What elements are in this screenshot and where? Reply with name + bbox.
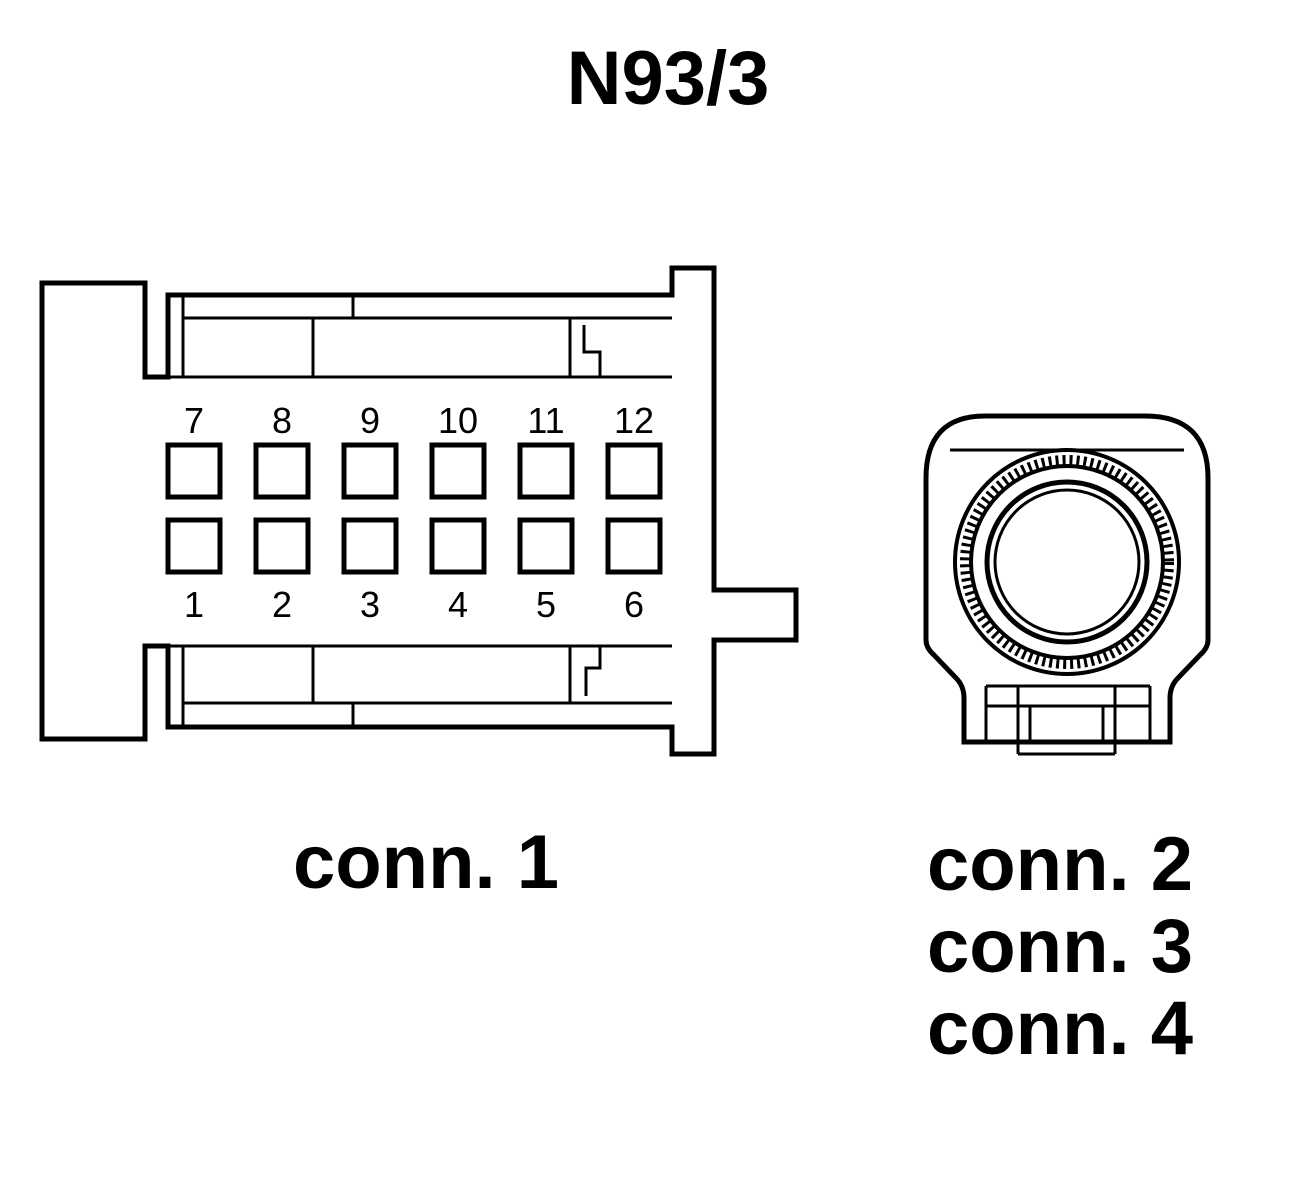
connector-1-bottom-rail xyxy=(168,644,672,727)
pin-7 xyxy=(165,442,223,500)
pin-6 xyxy=(605,517,663,575)
pin-label: 8 xyxy=(272,400,292,441)
pin-label: 2 xyxy=(272,584,292,625)
pin-label: 3 xyxy=(360,584,380,625)
connector-1: 7 8 9 10 11 12 1 2 3 4 5 6 conn. 1 xyxy=(39,265,799,905)
pin-label: 9 xyxy=(360,400,380,441)
connector-2-outer-ring xyxy=(969,464,1165,660)
pin-label: 4 xyxy=(448,584,468,625)
connector-2-label: conn. 2 xyxy=(927,822,1193,907)
connector-2-latch xyxy=(984,684,1152,756)
connector-1-label: conn. 1 xyxy=(293,820,559,905)
connector-4-label: conn. 4 xyxy=(927,986,1193,1071)
connector-2-socket xyxy=(993,488,1141,636)
pin-label: 6 xyxy=(624,584,644,625)
pin-label: 12 xyxy=(614,400,654,441)
pin-12 xyxy=(605,442,663,500)
pin-3 xyxy=(341,517,399,575)
connector-3-label: conn. 3 xyxy=(927,904,1193,989)
pin-label: 7 xyxy=(184,400,204,441)
pin-1 xyxy=(165,517,223,575)
pin-10 xyxy=(429,442,487,500)
pin-label: 1 xyxy=(184,584,204,625)
pin-9 xyxy=(341,442,399,500)
connector-2-inner-ring xyxy=(984,479,1150,645)
pin-5 xyxy=(517,517,575,575)
connector-1-top-rail xyxy=(168,295,672,379)
connector-2-housing xyxy=(923,413,1211,745)
connector-2: conn. 2 conn. 3 conn. 4 xyxy=(923,413,1211,1071)
pin-4 xyxy=(429,517,487,575)
pin-labels-top: 7 8 9 10 11 12 xyxy=(184,400,654,441)
pin-labels-bottom: 1 2 3 4 5 6 xyxy=(184,584,644,625)
pin-2 xyxy=(253,517,311,575)
connector-2-knurl-teeth xyxy=(960,455,1174,669)
pin-label: 5 xyxy=(536,584,556,625)
connector-1-body xyxy=(39,265,799,757)
pin-label: 10 xyxy=(438,400,478,441)
pin-11 xyxy=(517,442,575,500)
pin-label: 11 xyxy=(527,400,564,441)
diagram-title: N93/3 xyxy=(567,36,770,121)
connector-2-knurl-outer xyxy=(953,448,1181,676)
pin-8 xyxy=(253,442,311,500)
pin-row-bottom xyxy=(165,517,663,575)
pin-row-top xyxy=(165,442,663,500)
